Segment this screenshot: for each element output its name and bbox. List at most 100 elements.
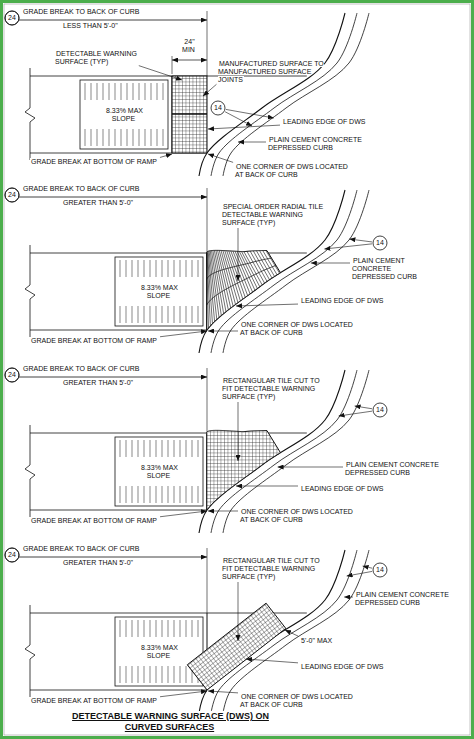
title-text: DETECTABLE WARNING SURFACE (DWS) ON CURV… <box>71 711 269 732</box>
callout-circle <box>5 368 19 382</box>
ramp-groove <box>156 260 157 277</box>
callout-circle <box>373 236 387 250</box>
ramp-groove <box>138 260 139 277</box>
ramp-groove <box>103 129 104 146</box>
dimension-line <box>19 557 207 558</box>
note-text: MANUFACTURED SURFACE TO MANUFACTURED SUR… <box>218 60 330 84</box>
radial-tile-line <box>237 251 255 290</box>
curb-line <box>211 13 357 176</box>
callout-number: 14 <box>212 104 224 112</box>
dws-outline <box>207 430 281 510</box>
dimension-text: GREATER THAN 5'-0" <box>62 559 134 566</box>
note-text: LEADING EDGE OF DWS <box>300 485 384 492</box>
ramp-outline <box>80 80 168 149</box>
ramp-groove <box>192 486 193 503</box>
ramp-groove <box>145 83 146 100</box>
note-text: PLAIN CEMENT CONCRETE DEPRESSED CURB <box>268 136 378 152</box>
ramp-groove <box>120 260 121 277</box>
ramp-groove <box>150 306 151 323</box>
note-text: DETECTABLE WARNING SURFACE (TYP) <box>55 50 137 65</box>
ramp-groove <box>162 666 163 683</box>
note-text: PLAIN CEMENT CONCRETE DEPRESSED CURB <box>355 591 449 606</box>
ramp-groove <box>163 129 164 146</box>
ramp-groove <box>121 83 122 100</box>
ramp-groove <box>162 260 163 277</box>
dimension-text: LESS THAN 5'-0" <box>62 22 119 29</box>
ramp-groove <box>127 129 128 146</box>
callout-circle <box>373 563 387 577</box>
dimension-text: 5'-0" MAX <box>300 637 360 645</box>
callout-number: 14 <box>374 566 386 574</box>
leader-line <box>238 582 239 641</box>
callout-number: 24 <box>6 14 18 22</box>
ramp-groove <box>145 129 146 146</box>
callout-circle <box>5 548 19 562</box>
dimension-text: GRADE BREAK TO BACK OF CURB <box>22 8 212 16</box>
dimension-text: GREATER THAN 5'-0" <box>62 559 212 567</box>
note-text: PLAIN CEMENT CONCRETE DEPRESSED CURB <box>355 591 459 607</box>
ramp-groove <box>157 129 158 146</box>
ramp-groove <box>150 666 151 683</box>
ramp-groove <box>162 620 163 637</box>
ramp-groove <box>120 620 121 637</box>
ramp-groove <box>150 260 151 277</box>
slope-text: 8.33% MAX SLOPE <box>129 464 189 480</box>
callout-circle <box>373 403 387 417</box>
leader-line <box>226 109 274 118</box>
callout-circle <box>5 11 19 25</box>
dws-rotated-rectangle <box>187 603 286 690</box>
break-symbol <box>25 425 35 517</box>
ramp-groove <box>186 440 187 457</box>
ramp-groove <box>138 440 139 457</box>
leader-line <box>238 402 239 461</box>
ramp-groove <box>186 260 187 277</box>
ramp-groove <box>186 306 187 323</box>
ramp-groove <box>144 620 145 637</box>
dimension-line <box>172 60 207 61</box>
ramp-groove <box>198 306 199 323</box>
leader-line <box>349 239 372 242</box>
note-text: LEADING EDGE OF DWS <box>300 663 384 670</box>
detail-panel <box>5 11 369 176</box>
dimension-text: 24" MIN <box>177 38 201 54</box>
ramp-groove <box>180 440 181 457</box>
callout-number: 24 <box>6 371 18 379</box>
radial-tile-line <box>260 251 275 277</box>
ramp-groove <box>174 306 175 323</box>
ramp-groove <box>180 620 181 637</box>
callout-number: 14 <box>376 406 384 413</box>
ramp-groove <box>115 83 116 100</box>
leader-line <box>363 566 373 568</box>
detail-panel <box>5 368 369 533</box>
break-symbol <box>25 68 35 160</box>
ramp-groove <box>132 666 133 683</box>
callout-number: 24 <box>8 14 16 21</box>
leader-line <box>339 411 372 416</box>
leader-line <box>208 691 238 693</box>
back-of-walk-line <box>30 690 207 691</box>
leader-line <box>208 331 238 332</box>
curb-line <box>223 13 369 176</box>
ramp-groove <box>139 83 140 100</box>
ramp-groove <box>174 260 175 277</box>
callout-circle <box>5 548 19 562</box>
radial-tile-line <box>239 251 257 288</box>
joint-line <box>172 113 207 115</box>
leader-line <box>238 142 266 143</box>
radial-tile-line <box>235 251 252 292</box>
ramp-groove <box>144 260 145 277</box>
dimension-text: GRADE BREAK TO BACK OF CURB <box>22 8 140 15</box>
dimension-text: GRADE BREAK TO BACK OF CURB <box>22 185 212 193</box>
note-text: DETECTABLE WARNING SURFACE (TYP) <box>55 50 167 66</box>
leader-line <box>160 154 172 157</box>
leader-line <box>160 511 207 517</box>
note-text: GRADE BREAK AT BOTTOM OF RAMP <box>30 517 158 524</box>
ramp-groove <box>91 83 92 100</box>
ramp-groove <box>180 306 181 323</box>
ramp-groove <box>126 486 127 503</box>
ramp-groove <box>156 620 157 637</box>
dws-outline <box>207 250 281 330</box>
ramp-groove <box>157 83 158 100</box>
ramp-groove <box>174 486 175 503</box>
slope-text: 8.33% MAX SLOPE <box>105 107 143 122</box>
